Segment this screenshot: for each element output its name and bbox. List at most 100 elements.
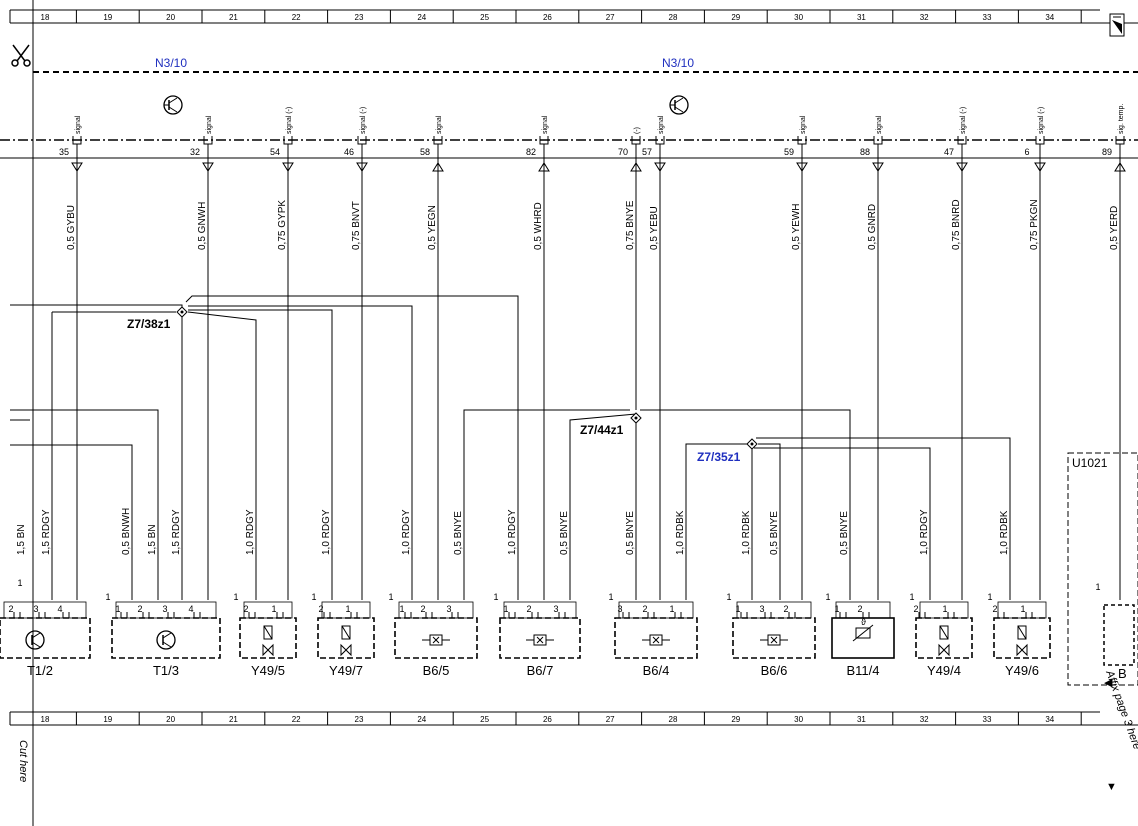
- wire-label: 1,5 BN: [147, 524, 158, 555]
- wire-label: 0,5 WHRD: [533, 202, 544, 250]
- splice-label-z7-44z1: Z7/44z1: [580, 423, 624, 437]
- component-pin-number: 3: [446, 604, 451, 614]
- module-pin-signal: signal: [800, 115, 807, 134]
- wire-label: 1,5 RDGY: [171, 509, 182, 555]
- component-label: B6/5: [423, 663, 450, 678]
- module-pin-signal: signal: [876, 115, 883, 134]
- grid-column-number: 25: [480, 13, 489, 22]
- module-pin-number: 89: [1102, 147, 1112, 157]
- component-pin-number: 1: [669, 604, 674, 614]
- wire-label: 1,5 BN: [16, 524, 27, 555]
- grid-column-number: 33: [983, 13, 992, 22]
- component-corner-number: 1: [825, 592, 830, 602]
- component-label: Y49/5: [251, 663, 285, 678]
- grid-column-number: 22: [292, 13, 301, 22]
- wire-label: 0,75 BNVT: [351, 201, 362, 250]
- component-pin-number: 4: [188, 604, 193, 614]
- wire-label: 0,5 BNWH: [121, 508, 132, 555]
- grid-column-number: 23: [355, 715, 364, 724]
- component-corner-number: 1: [608, 592, 613, 602]
- module-label-n3-10-right: N3/10: [662, 56, 694, 70]
- wire-label: 1,0 RDBK: [999, 510, 1010, 555]
- module-pin-signal: signal (-): [1038, 107, 1045, 134]
- component-pin-number: 2: [857, 604, 862, 614]
- splice-node: [746, 438, 758, 450]
- component-pin-number: 1: [834, 604, 839, 614]
- component-pin-number: 2: [783, 604, 788, 614]
- wire-label: 1,0 RDGY: [321, 509, 332, 555]
- grid-column-number: 30: [794, 715, 803, 724]
- component-pin-number: 2: [992, 604, 997, 614]
- splice-label-z7-38z1: Z7/38z1: [127, 317, 171, 331]
- u1021-partial-label: B: [1118, 666, 1127, 681]
- component-label: Y49/4: [927, 663, 961, 678]
- component-pin-number: 1: [503, 604, 508, 614]
- component-pin-number: 1: [1020, 604, 1025, 614]
- grid-column-number: 23: [355, 13, 364, 22]
- wire-label: 0,75 PKGN: [1029, 199, 1040, 250]
- transistor-icon: [163, 95, 183, 115]
- component-pin-number: 2: [318, 604, 323, 614]
- module-pin: 70(-)0,75 BNYE: [618, 127, 642, 250]
- grid-column-number: 25: [480, 715, 489, 724]
- component-corner-number: 1: [17, 578, 22, 588]
- grid-column-number: 20: [166, 13, 175, 22]
- component-pin-number: 1: [271, 604, 276, 614]
- grid-column-number: 19: [103, 715, 112, 724]
- transistor-icon: [669, 95, 689, 115]
- component-pin-number: 1: [345, 604, 350, 614]
- grid-column-number: 28: [669, 715, 678, 724]
- grid-column-number: 34: [1045, 715, 1054, 724]
- module-pin-signal: signal: [436, 115, 443, 134]
- component-label: T1/2: [27, 663, 53, 678]
- component-corner-number: 1: [105, 592, 110, 602]
- module-pin-signal: signal (-): [360, 107, 367, 134]
- module-pin-number: 88: [860, 147, 870, 157]
- wire-label: 1,0 RDGY: [401, 509, 412, 555]
- grid-column-number: 28: [669, 13, 678, 22]
- wire-label: 0,5 GNWH: [197, 202, 208, 250]
- extra-module-u1021: U1021 1 B: [1067, 452, 1138, 686]
- component-label: B6/7: [527, 663, 554, 678]
- grid-column-number: 29: [731, 13, 740, 22]
- wire-label: 0,5 YEGN: [427, 205, 438, 250]
- wire-label: 0,75 GYPK: [277, 200, 288, 250]
- module-pin-number: 57: [642, 147, 652, 157]
- component-pin-number: 3: [759, 604, 764, 614]
- component-pin-number: 1: [942, 604, 947, 614]
- module-pin-number: 32: [190, 147, 200, 157]
- component-pin-number: 2: [420, 604, 425, 614]
- wire-label: 0,5 YERD: [1109, 206, 1120, 250]
- wire-label: 0,5 BNYE: [839, 511, 850, 555]
- grid-column-number: 19: [103, 13, 112, 22]
- wire-label: 1,0 RDGY: [245, 509, 256, 555]
- component-corner-number: 1: [726, 592, 731, 602]
- grid-column-number: 27: [606, 13, 615, 22]
- component-corner-number: 1: [987, 592, 992, 602]
- component-label: Y49/6: [1005, 663, 1039, 678]
- module-label-n3-10-left: N3/10: [155, 56, 187, 70]
- grid-column-number: 18: [41, 715, 50, 724]
- u1021-label: U1021: [1072, 456, 1108, 470]
- grid-column-number: 33: [983, 715, 992, 724]
- wire-label: 0,5 YEWH: [791, 204, 802, 251]
- component-pin-number: 3: [617, 604, 622, 614]
- module-pin-signal: signal: [75, 115, 82, 134]
- module-pin-number: 82: [526, 147, 536, 157]
- wire-label: 1,0 RDBK: [741, 510, 752, 555]
